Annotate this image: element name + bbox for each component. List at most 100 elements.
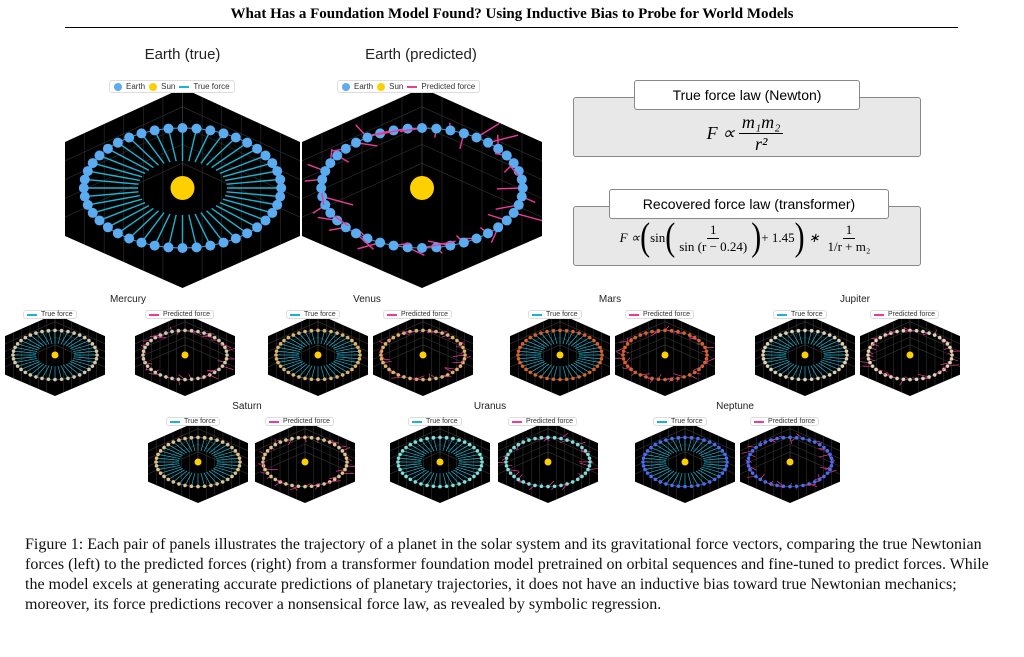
force-vector xyxy=(807,365,812,380)
planet-marker xyxy=(949,357,954,361)
planet-marker xyxy=(754,474,758,479)
planet-marker xyxy=(927,331,931,335)
planet-marker xyxy=(396,460,400,464)
force-vector xyxy=(577,358,601,363)
force-vector xyxy=(457,454,481,459)
grid-line xyxy=(197,451,248,475)
planet-marker xyxy=(801,483,805,488)
grid-line xyxy=(498,451,549,475)
planet-marker xyxy=(274,349,279,353)
planet-marker xyxy=(545,329,549,334)
legend-label: True force xyxy=(791,311,823,318)
planet-marker xyxy=(337,474,341,479)
planet-marker xyxy=(832,335,837,340)
grid-line xyxy=(664,321,715,345)
legend-true-force: True force xyxy=(193,82,230,91)
force-vector xyxy=(546,331,555,345)
sun-marker xyxy=(556,351,564,359)
planet-marker xyxy=(379,357,384,361)
planet-marker xyxy=(600,353,604,357)
planet-marker xyxy=(391,335,396,340)
force-vector xyxy=(426,472,435,486)
jupiter-true-plot xyxy=(755,314,855,396)
force-vector xyxy=(562,330,567,345)
planet-marker xyxy=(153,335,158,340)
planet-marker xyxy=(290,436,294,441)
planet-marker xyxy=(508,471,513,475)
planet-marker xyxy=(451,483,455,488)
planet-marker xyxy=(59,377,64,382)
force-vector xyxy=(331,337,348,348)
force-vector xyxy=(576,343,598,351)
planet-marker xyxy=(676,435,681,440)
planet-marker xyxy=(396,456,401,460)
planet-marker xyxy=(82,370,87,375)
planet-marker xyxy=(93,360,97,365)
planet-marker xyxy=(269,474,273,479)
planet-marker xyxy=(356,345,360,350)
force-vector xyxy=(562,365,567,380)
planet-marker xyxy=(343,467,347,472)
grid-line xyxy=(255,451,306,475)
legend-label: Predicted force xyxy=(163,311,211,318)
grid-line xyxy=(302,106,423,162)
planet-marker xyxy=(242,228,253,239)
planet-marker xyxy=(220,480,225,484)
force-vector xyxy=(328,334,343,347)
force-vector xyxy=(224,194,278,206)
planet-marker xyxy=(396,373,401,377)
force-vector xyxy=(99,201,146,222)
planet-marker xyxy=(670,436,674,441)
grid-line xyxy=(268,344,319,368)
force-line-icon xyxy=(290,313,300,316)
planet-marker xyxy=(840,364,845,368)
planet-marker xyxy=(475,449,480,453)
planet-marker xyxy=(588,460,592,464)
force-vector xyxy=(703,457,727,461)
predicted-force-legend: Predicted force xyxy=(145,310,215,319)
force-vector xyxy=(450,441,465,454)
planet-marker xyxy=(927,375,931,379)
planet-marker xyxy=(551,377,556,382)
planet-marker xyxy=(291,333,296,337)
planet-marker xyxy=(878,335,883,340)
planet-marker xyxy=(383,342,388,346)
planet-marker xyxy=(527,438,531,442)
planet-marker xyxy=(413,480,418,484)
planet-marker xyxy=(516,357,521,361)
planet-marker xyxy=(720,471,725,475)
planet-marker xyxy=(309,328,314,333)
planet-marker xyxy=(822,445,826,450)
planet-marker xyxy=(932,373,937,377)
planet-marker xyxy=(750,471,755,475)
planet-marker xyxy=(417,243,427,253)
planet-marker xyxy=(724,464,729,468)
grid-line xyxy=(373,344,424,368)
force-vector xyxy=(540,364,552,378)
force-vector xyxy=(702,454,726,459)
neptune-predicted-plot xyxy=(740,421,840,503)
planet-marker xyxy=(638,373,643,377)
planet-marker xyxy=(15,342,20,346)
planet-marker xyxy=(431,435,436,440)
planet-marker xyxy=(559,436,563,441)
force-line-icon xyxy=(412,420,422,423)
force-vector xyxy=(173,470,188,483)
sun-marker xyxy=(170,176,195,200)
planet-marker xyxy=(400,471,405,475)
planet-marker xyxy=(649,445,653,450)
force-vector xyxy=(173,441,188,454)
planet-marker xyxy=(570,440,575,444)
force-vector xyxy=(60,331,69,345)
legend-label: Predicted force xyxy=(888,311,936,318)
planet-marker xyxy=(282,338,286,343)
true-force-legend: True force xyxy=(286,310,340,319)
planet-marker xyxy=(94,349,99,353)
planet-marker xyxy=(322,377,327,382)
grid-line xyxy=(909,344,960,368)
planet-marker xyxy=(332,477,337,482)
force-vector xyxy=(780,334,795,347)
planet-marker xyxy=(816,376,820,381)
planet-marker xyxy=(825,471,830,475)
planet-marker xyxy=(788,435,792,440)
